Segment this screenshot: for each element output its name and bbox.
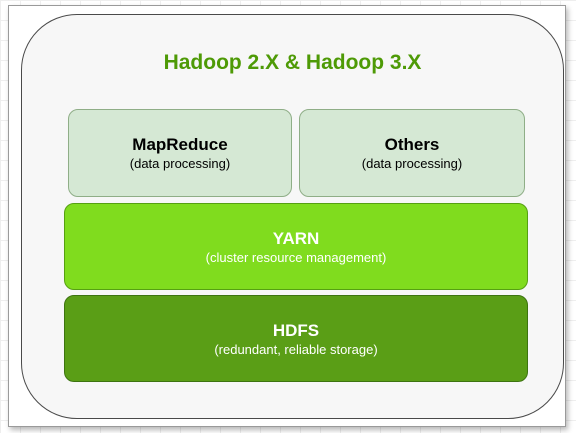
yarn-box: YARN (cluster resource management) (64, 203, 528, 290)
others-label: Others (384, 135, 440, 154)
others-box: Others (data processing) (299, 109, 525, 197)
hdfs-description: (redundant, reliable storage) (214, 341, 378, 357)
hdfs-label: HDFS (272, 320, 320, 340)
hdfs-box: HDFS (redundant, reliable storage) (64, 295, 528, 382)
mapreduce-label: MapReduce (132, 135, 228, 154)
yarn-label: YARN (272, 228, 320, 248)
diagram-frame: Hadoop 2.X & Hadoop 3.X MapReduce (data … (8, 5, 566, 427)
mapreduce-box: MapReduce (data processing) (68, 109, 292, 197)
hadoop-stack-container: Hadoop 2.X & Hadoop 3.X MapReduce (data … (21, 14, 564, 419)
diagram-title: Hadoop 2.X & Hadoop 3.X (163, 51, 422, 74)
yarn-description: (cluster resource management) (205, 249, 387, 265)
mapreduce-description: (data processing) (129, 156, 231, 171)
others-description: (data processing) (361, 156, 463, 171)
